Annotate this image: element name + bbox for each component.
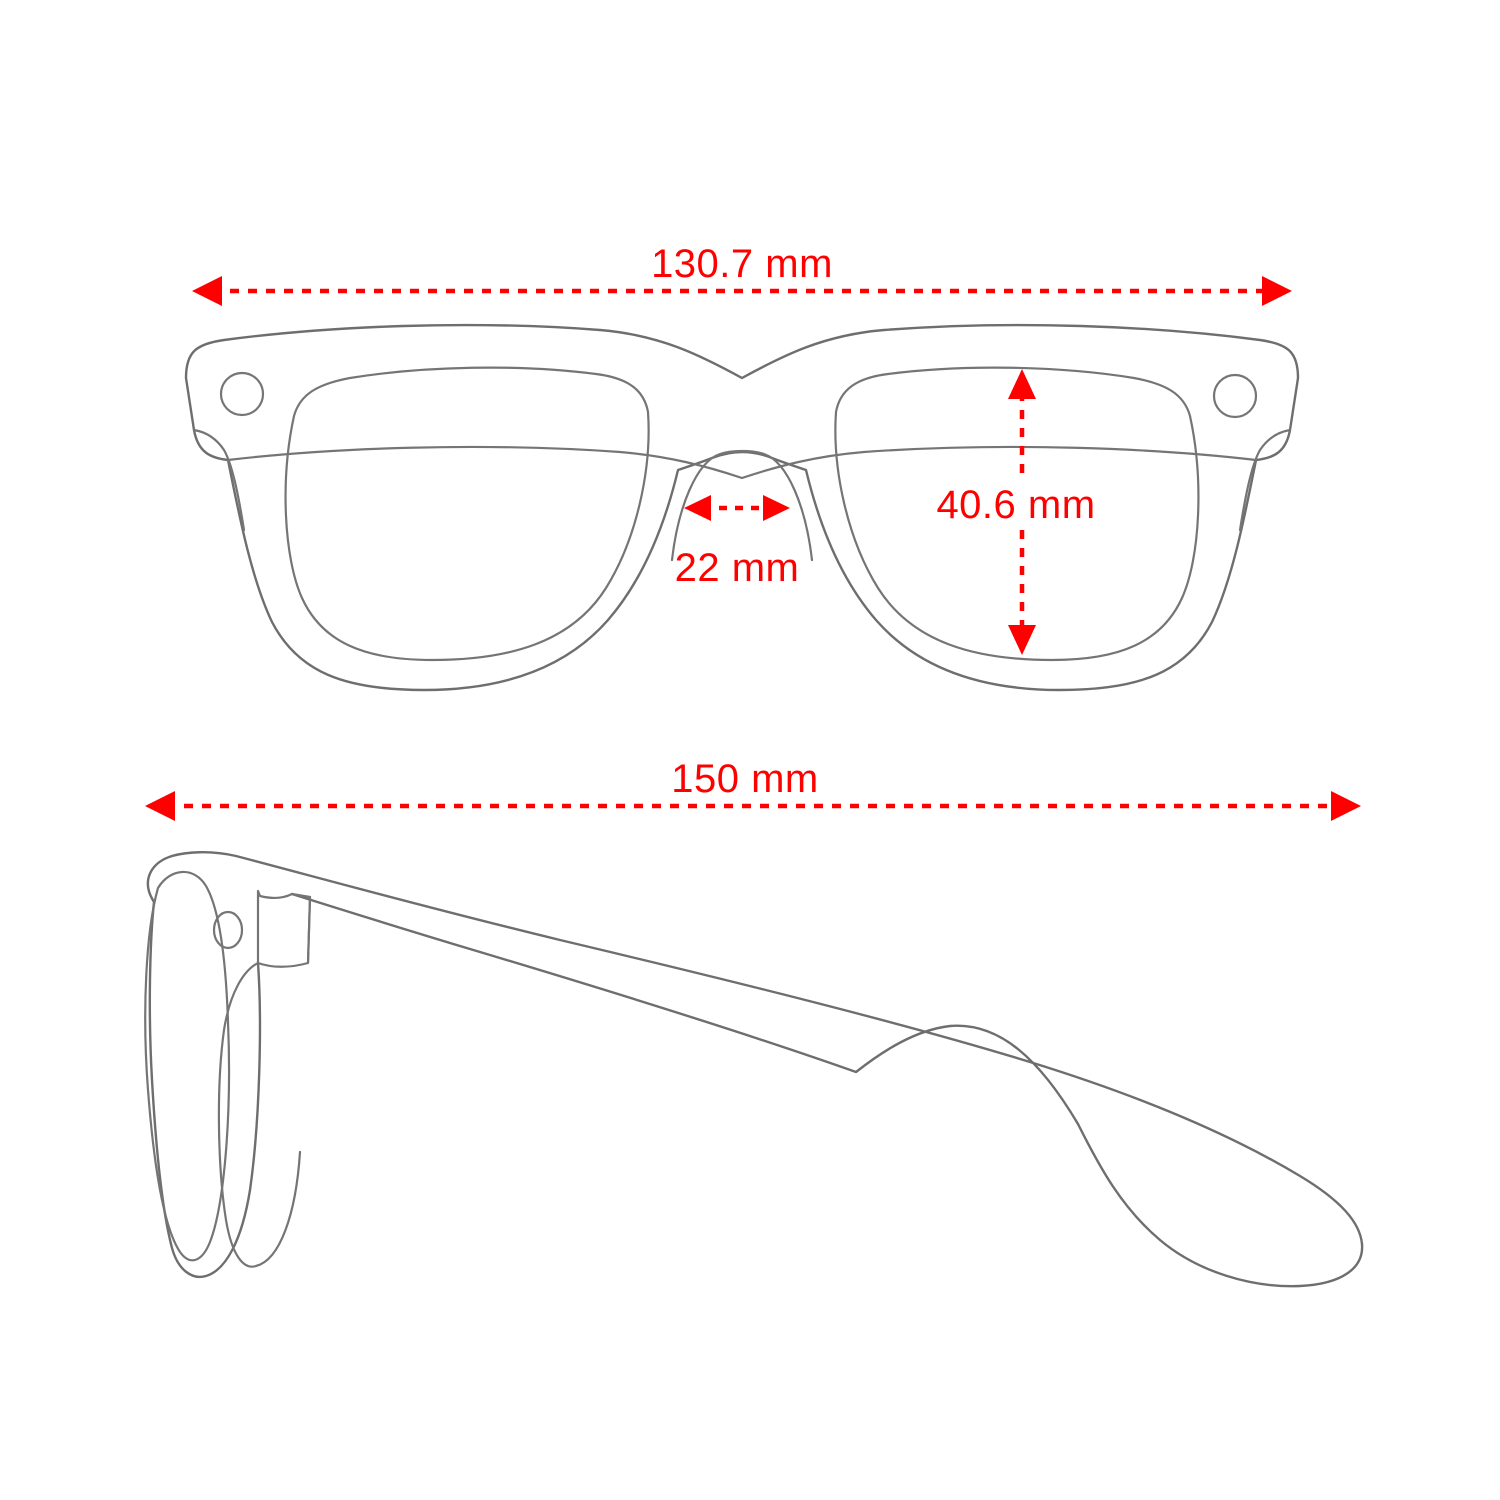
side-temple-tip [1076, 1122, 1364, 1288]
frame-width-left-arrowhead [192, 276, 222, 306]
dimension-frame-width: 130.7 mm [192, 242, 1292, 306]
front-right-lens-inner-rim [834, 366, 1200, 662]
side-temple-top-edge [170, 851, 1364, 1246]
temple-length-right-arrowhead [1331, 791, 1361, 821]
temple-length-left-arrowhead [145, 791, 175, 821]
bridge-width-label: 22 mm [675, 546, 800, 590]
lens-height-top-arrowhead [1008, 369, 1036, 399]
bridge-width-right-arrowhead [763, 495, 790, 521]
dimension-temple-length: 150 mm [145, 757, 1361, 821]
front-left-endpiece [192, 428, 246, 532]
front-view [184, 323, 1300, 692]
front-left-rivet-icon [219, 371, 265, 417]
frame-width-label: 130.7 mm [651, 242, 833, 286]
front-left-lens-inner-rim [284, 366, 650, 662]
side-lens-rim-inner [144, 870, 231, 1262]
side-rim-front-sweep [217, 961, 302, 1268]
dimension-bridge-width: 22 mm [675, 495, 800, 590]
temple-length-label: 150 mm [671, 757, 819, 801]
lens-height-bottom-arrowhead [1008, 625, 1036, 655]
front-right-endpiece [1238, 428, 1292, 532]
front-right-rivet-icon [1212, 373, 1258, 419]
bridge-width-left-arrowhead [684, 495, 711, 521]
front-bridge-arch [670, 449, 814, 562]
front-browline-inner [226, 445, 1258, 480]
side-hinge-block [256, 889, 312, 968]
lens-height-label: 40.6 mm [936, 483, 1095, 527]
dimension-lens-height: 40.6 mm [936, 369, 1095, 655]
side-rivet-icon [212, 910, 244, 950]
side-hinge-block-inner-edge [306, 895, 312, 965]
front-frame-outline [184, 323, 1300, 692]
side-temple-bottom-edge [290, 892, 1080, 1126]
frame-width-right-arrowhead [1262, 276, 1292, 306]
side-view [144, 851, 1364, 1288]
